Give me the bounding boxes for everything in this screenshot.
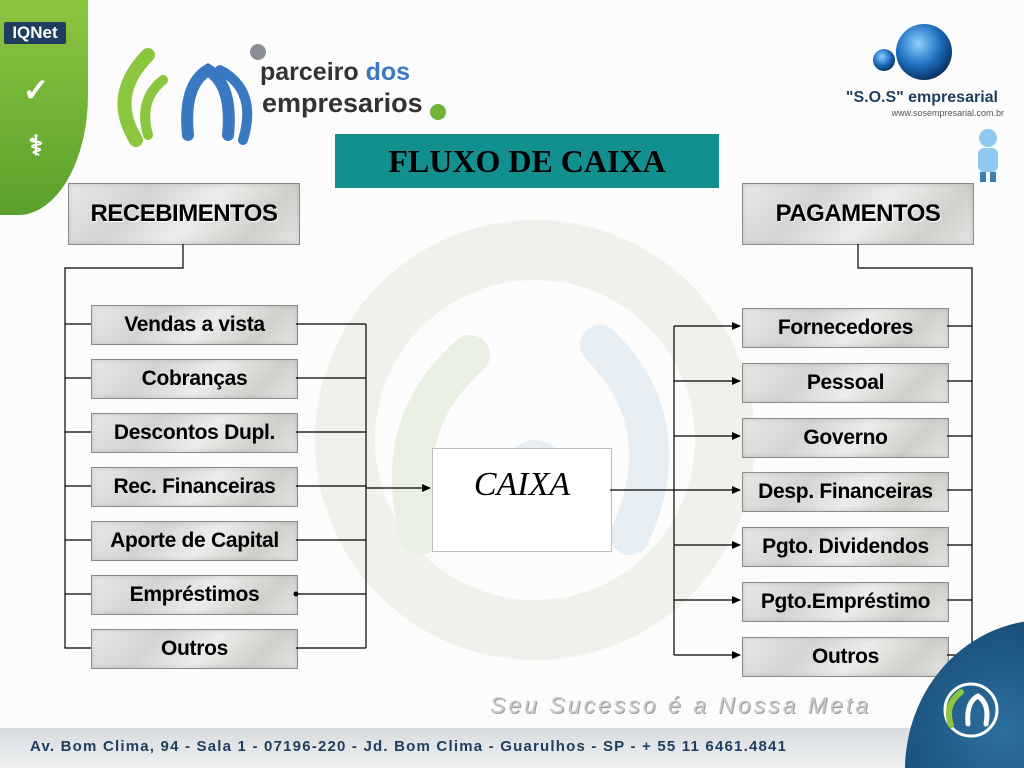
pagamento-item: Desp. Financeiras bbox=[742, 472, 949, 512]
page-title: FLUXO DE CAIXA bbox=[335, 134, 719, 188]
recebimento-item: Rec. Financeiras bbox=[91, 467, 298, 507]
globe-icon bbox=[873, 24, 952, 80]
recebimento-item: Outros bbox=[91, 629, 298, 669]
left-brand-strip: IQNet ✓ ⚕ bbox=[0, 0, 88, 215]
caixa-box: CAIXA bbox=[432, 448, 612, 552]
pagamento-item: Outros bbox=[742, 637, 949, 677]
recebimento-item: Cobranças bbox=[91, 359, 298, 399]
corner-logo-mark bbox=[943, 682, 999, 738]
sos-logo-title: "S.O.S" empresarial bbox=[845, 89, 998, 106]
footer-address: Av. Bom Clima, 94 - Sala 1 - 07196-220 -… bbox=[30, 738, 788, 755]
parceiro-logo-line1: parceiro dos bbox=[260, 58, 411, 86]
footer-band bbox=[0, 728, 940, 768]
slogan: Seu Sucesso é a Nossa Meta bbox=[490, 692, 871, 718]
pagamentos-header: PAGAMENTOS bbox=[742, 183, 974, 245]
caduceus-icon: ⚕ bbox=[28, 130, 44, 161]
iqnet-logo: IQNet bbox=[4, 22, 66, 44]
recebimento-item: Vendas a vista bbox=[91, 305, 298, 345]
recebimento-item: Aporte de Capital bbox=[91, 521, 298, 561]
pagamento-item: Pessoal bbox=[742, 363, 949, 403]
recebimento-item: Empréstimos bbox=[91, 575, 298, 615]
watermark-logo bbox=[315, 220, 755, 660]
parceiro-logo-mark bbox=[117, 44, 446, 147]
parceiro-logo-line2: empresarios bbox=[262, 88, 423, 118]
recebimento-item: Descontos Dupl. bbox=[91, 413, 298, 453]
mascot-icon bbox=[978, 129, 998, 182]
recebimentos-header: RECEBIMENTOS bbox=[68, 183, 300, 245]
pagamento-item: Pgto.Empréstimo bbox=[742, 582, 949, 622]
pagamento-item: Governo bbox=[742, 418, 949, 458]
check-mark-icon: ✓ bbox=[22, 72, 50, 108]
pagamento-item: Fornecedores bbox=[742, 308, 949, 348]
pagamento-item: Pgto. Dividendos bbox=[742, 527, 949, 567]
sos-logo-url: www.sosempresarial.com.br bbox=[891, 108, 1004, 118]
